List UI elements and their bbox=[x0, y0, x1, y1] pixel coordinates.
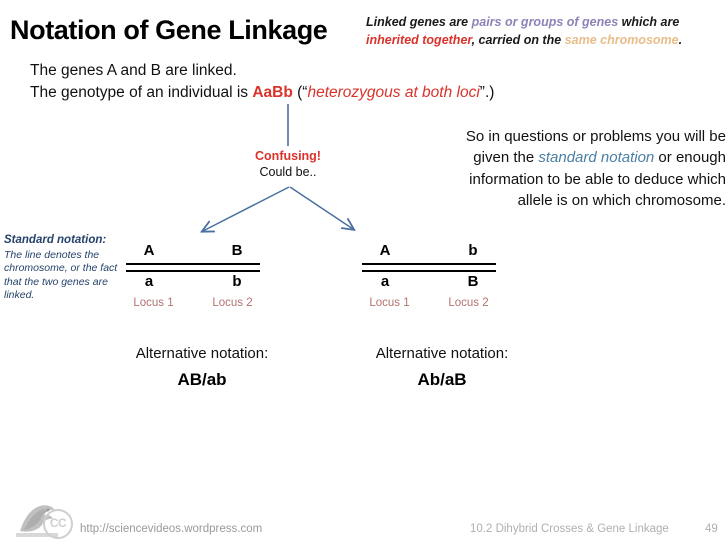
right-para-part1: So in questions or problems you will be … bbox=[465, 128, 726, 167]
allele-bottom-1-right: a bbox=[380, 272, 390, 290]
alternative-notation-label-right: Alternative notation: bbox=[375, 345, 509, 362]
chromosome-line-lower-right bbox=[362, 269, 496, 272]
locus-label-2-right: Locus 2 bbox=[448, 296, 489, 309]
intro-line2-part1: The genotype of an individual is bbox=[30, 84, 253, 102]
header-def-part3: , carried on the bbox=[471, 33, 565, 48]
alternative-notation-value-right: Ab/aB bbox=[417, 370, 467, 390]
footer-url[interactable]: http://sciencevideos.wordpress.com bbox=[80, 523, 263, 535]
header-def-highlight-inherited: inherited together bbox=[366, 33, 472, 48]
intro-text: The genes A and B are linked. The genoty… bbox=[30, 60, 570, 105]
allele-bottom-2-left: b bbox=[232, 272, 242, 290]
confusing-label: Confusing! bbox=[255, 149, 321, 163]
intro-line2-part2: (“ bbox=[292, 84, 308, 102]
chromosome-lines-left bbox=[126, 262, 260, 272]
chromosome-line-lower-left bbox=[126, 269, 260, 272]
allele-top-1-right: A bbox=[379, 242, 391, 259]
footer-page-number: 49 bbox=[705, 523, 718, 535]
intro-line-1: The genes A and B are linked. bbox=[30, 62, 237, 79]
heterozygous-phrase: heterozygous at both loci bbox=[307, 84, 480, 102]
standard-notation-note-body: The line denotes the chromosome, or the … bbox=[4, 248, 118, 302]
allele-bottom-1-left: a bbox=[144, 272, 154, 290]
header-def-part1: Linked genes are bbox=[366, 15, 472, 29]
standard-notation-phrase: standard notation bbox=[538, 149, 655, 167]
genotype-diagram-right: A b a B Locus 1 Locus 2 bbox=[362, 242, 496, 310]
footer-topic: 10.2 Dihybrid Crosses & Gene Linkage bbox=[470, 523, 669, 535]
top-allele-row-right: A b bbox=[362, 242, 496, 261]
header-def-part2: which are bbox=[618, 15, 680, 29]
intro-line-2: The genotype of an individual is AaBb (“… bbox=[30, 82, 570, 104]
alternative-notation-label-left: Alternative notation: bbox=[135, 345, 269, 362]
alternative-notation-right: Alternative notation: Ab/aB bbox=[337, 344, 547, 391]
locus-label-1-left: Locus 1 bbox=[133, 296, 174, 309]
allele-bottom-2-right: B bbox=[467, 272, 479, 290]
genotype-diagram-left: A B a b Locus 1 Locus 2 bbox=[126, 242, 260, 310]
right-para-part2: or enough information to be able to dedu… bbox=[469, 149, 726, 209]
bottom-allele-row-left: a b bbox=[126, 273, 260, 292]
standard-notation-note-title: Standard notation: bbox=[4, 234, 107, 246]
locus-row-right: Locus 1 Locus 2 bbox=[362, 297, 496, 311]
allele-top-1-left: A bbox=[143, 242, 155, 259]
allele-top-2-right: b bbox=[468, 242, 478, 259]
creative-commons-icon: CC bbox=[43, 509, 73, 539]
locus-label-1-right: Locus 1 bbox=[369, 296, 410, 309]
locus-row-left: Locus 1 Locus 2 bbox=[126, 297, 260, 311]
header-def-highlight-pairs: pairs or groups of genes bbox=[471, 15, 619, 29]
page-title: Notation of Gene Linkage bbox=[10, 15, 328, 45]
confusing-callout: Confusing! Could be.. bbox=[218, 149, 358, 180]
intro-line2-part3: ”.) bbox=[479, 84, 495, 102]
top-allele-row-left: A B bbox=[126, 242, 260, 261]
genotype-aabb: AaBb bbox=[252, 84, 293, 102]
chromosome-line-upper-left bbox=[126, 262, 260, 265]
arrow-to-left-diagram bbox=[203, 186, 290, 231]
alternative-notation-left: Alternative notation: AB/ab bbox=[97, 344, 307, 391]
header-def-highlight-chromosome: same chromosome bbox=[564, 33, 679, 48]
arrow-to-right-diagram bbox=[289, 186, 353, 229]
chromosome-line-upper-right bbox=[362, 262, 496, 265]
header-def-part4: . bbox=[678, 33, 683, 48]
locus-label-2-left: Locus 2 bbox=[212, 296, 253, 309]
alternative-notation-value-left: AB/ab bbox=[177, 370, 227, 390]
header-definition: Linked genes are pairs or groups of gene… bbox=[366, 13, 724, 49]
bottom-allele-row-right: a B bbox=[362, 273, 496, 292]
standard-notation-note: Standard notation: The line denotes the … bbox=[4, 233, 128, 302]
chromosome-lines-right bbox=[362, 262, 496, 272]
right-explanation-paragraph: So in questions or problems you will be … bbox=[432, 126, 726, 211]
could-be-label: Could be.. bbox=[259, 164, 317, 179]
allele-top-2-left: B bbox=[231, 242, 243, 259]
